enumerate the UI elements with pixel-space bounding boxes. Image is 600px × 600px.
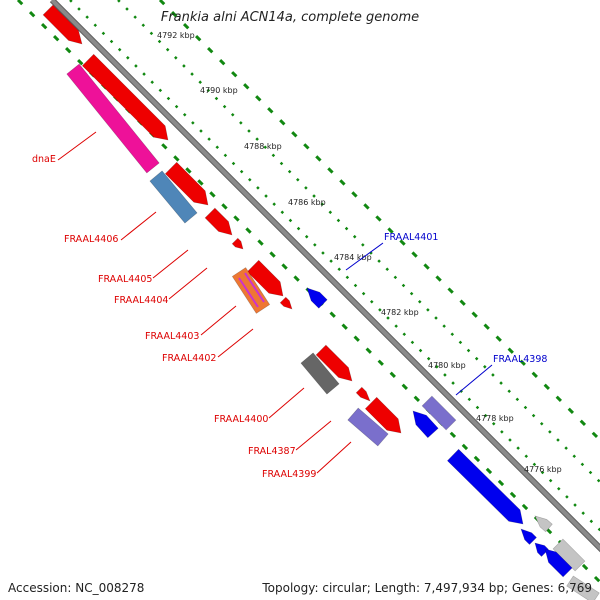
gene-block-lightgray-3[interactable] — [566, 575, 600, 600]
inner-right-tick-line — [117, 0, 600, 484]
gene-label[interactable]: FRAAL4401 — [384, 232, 438, 243]
gene-label-leader — [120, 211, 157, 241]
gene-arrow-blue-5[interactable] — [534, 542, 549, 557]
scale-tick-label: 4780 kbp — [428, 361, 466, 370]
gene-label-leader — [217, 328, 254, 358]
scale-tick-label: 4788 kbp — [244, 142, 282, 151]
gene-arrow-red-7[interactable] — [364, 396, 402, 434]
gene-block-lightgray-2[interactable] — [552, 538, 586, 572]
gene-label[interactable]: dnaE — [32, 154, 56, 165]
gene-arrow-red-5[interactable] — [246, 259, 284, 297]
scale-tick-label: 4792 kbp — [157, 31, 195, 40]
gene-block-lavender-left[interactable] — [347, 407, 389, 447]
gene-arrow-blue-1[interactable] — [306, 287, 328, 309]
gene-arrow-red-6[interactable] — [315, 344, 353, 382]
gene-block-orange-stripe-1 — [238, 277, 259, 308]
scale-tick-label: 4784 kbp — [334, 253, 372, 262]
map-title: Frankia alni ACN14a, complete genome — [161, 10, 419, 25]
gene-arrow-red-2[interactable] — [81, 53, 169, 141]
gene-label[interactable]: FRAL4387 — [248, 446, 296, 457]
genome-backbone — [50, 0, 600, 551]
gene-arrow-blue-3[interactable] — [446, 448, 524, 525]
scale-tick-label: 4778 kbp — [476, 414, 514, 423]
gene-arrow-blue-2[interactable] — [412, 410, 439, 439]
gene-arrow-red-1[interactable] — [42, 4, 83, 45]
inner-left-tick-line — [69, 0, 600, 532]
scale-tick-label: 4786 kbp — [288, 198, 326, 207]
scale-tick-label: 4790 kbp — [200, 86, 238, 95]
gene-label-leader — [345, 242, 384, 271]
gene-arrow-red-4[interactable] — [204, 207, 233, 236]
gene-label-leader — [316, 441, 352, 474]
gene-block-orange[interactable] — [231, 267, 271, 314]
gene-arrow-red-small-3[interactable] — [355, 386, 371, 402]
gene-block-lightgray-1[interactable] — [534, 515, 553, 533]
gene-block-orange-stripe-2 — [244, 272, 265, 303]
gene-label-leader — [455, 364, 493, 396]
gene-label[interactable]: FRAAL4404 — [114, 295, 168, 306]
gene-arrow-red-3[interactable] — [164, 161, 209, 206]
gene-block-lavender-right[interactable] — [421, 395, 457, 431]
gene-block-darkgray[interactable] — [300, 352, 340, 395]
genome-stats-label: Topology: circular; Length: 7,497,934 bp… — [262, 581, 592, 595]
gene-label[interactable]: FRAAL4400 — [214, 414, 268, 425]
gene-label[interactable]: FRAAL4403 — [145, 331, 199, 342]
gene-block-magenta-dnaE[interactable] — [66, 63, 160, 174]
gene-block-steelblue[interactable] — [149, 170, 198, 224]
accession-label: Accession: NC_008278 — [8, 581, 145, 595]
gene-label[interactable]: FRAAL4405 — [98, 274, 152, 285]
scale-tick-label: 4782 kbp — [381, 308, 419, 317]
gene-label-leader — [152, 249, 189, 279]
gene-label[interactable]: FRAAL4406 — [64, 234, 118, 245]
gene-arrow-red-small-1[interactable] — [231, 237, 244, 250]
gene-label-leader — [168, 267, 208, 300]
gene-arrow-red-small-2[interactable] — [279, 296, 293, 310]
gene-label[interactable]: FRAAL4402 — [162, 353, 216, 364]
gene-arrow-blue-4[interactable] — [520, 528, 537, 545]
gene-label-leader — [295, 420, 332, 451]
gene-label[interactable]: FRAAL4399 — [262, 469, 316, 480]
gene-label-leader — [57, 131, 97, 161]
scale-tick-label: 4776 kbp — [524, 465, 562, 474]
gene-label-leader — [268, 387, 305, 419]
gene-label-leader — [200, 305, 237, 336]
gene-label[interactable]: FRAAL4398 — [493, 354, 547, 365]
